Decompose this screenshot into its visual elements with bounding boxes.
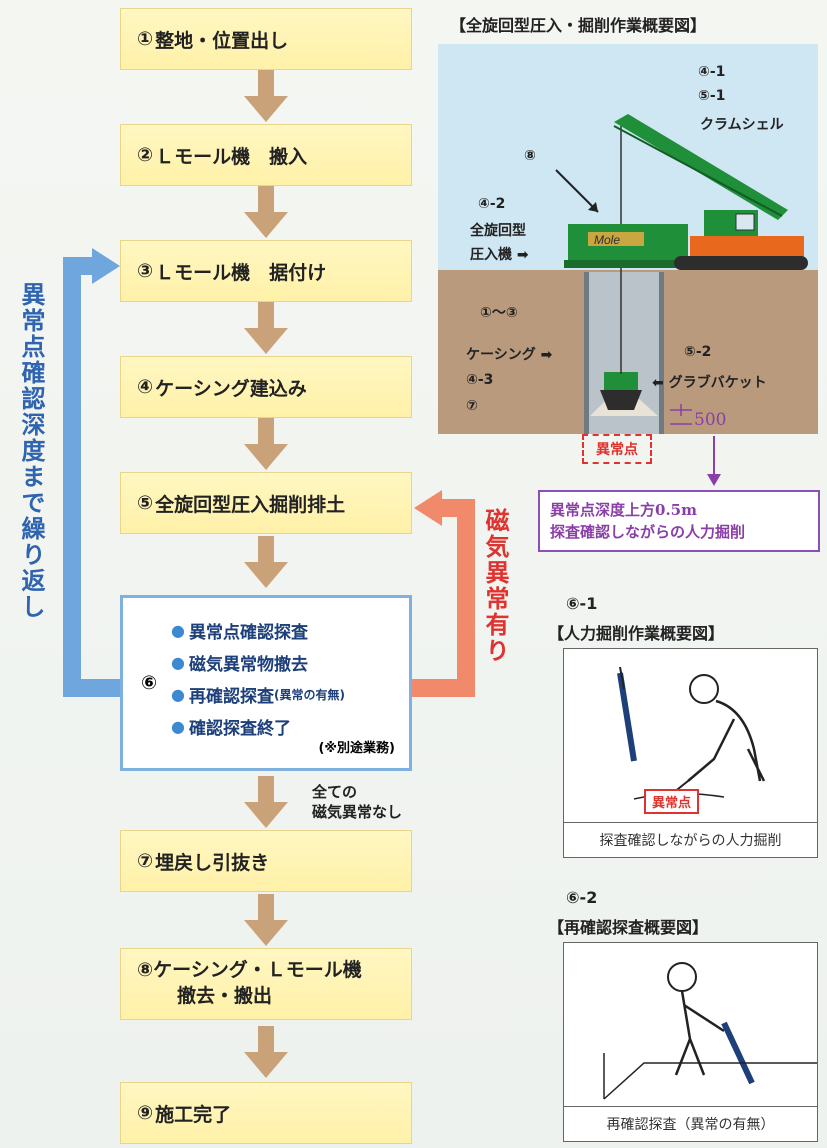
anomaly-point-tag: 異常点 <box>582 434 652 464</box>
step-4-number: ④ <box>137 376 154 398</box>
manual-excavation-note-line-1: 異常点深度上方0.5m <box>550 501 697 519</box>
panel-2-title: 【再確認探査概要図】 <box>548 918 709 937</box>
step-6-item: ●再確認探査(異常の有無) <box>171 678 345 710</box>
mole-logo-text: Mole <box>594 233 620 247</box>
step-8-line-1: ⑧ケーシング・Ｌモール機 <box>137 958 362 984</box>
step-4: ④ ケーシング建込み <box>120 356 412 418</box>
label-rotary-2: 圧入機 ➡ <box>470 247 529 263</box>
label-grab-bucket: ⬅ グラブバケット <box>652 375 767 391</box>
step-9-label: 施工完了 <box>155 1103 232 1126</box>
step-7-label: 埋戻し引抜き <box>155 851 270 874</box>
purple-down-arrow <box>707 436 721 486</box>
step-9: ⑨ 施工完了 <box>120 1082 412 1144</box>
step-9-number: ⑨ <box>137 1102 154 1124</box>
worker-digging-icon <box>617 666 766 800</box>
down-arrow-5 <box>244 536 288 588</box>
label-clamshell: クラムシェル <box>700 117 784 133</box>
down-arrow-8 <box>244 1026 288 1078</box>
label-8: ⑧ <box>524 148 536 164</box>
step-2-number: ② <box>137 144 154 166</box>
bullet-icon: ● <box>171 684 185 704</box>
label-4-3: ④-3 <box>466 372 494 388</box>
panel-2-number: ⑥-2 <box>566 888 598 907</box>
step-6-item-label: 再確認探査 <box>188 686 274 707</box>
step-8-number: ⑧ <box>137 959 154 982</box>
label-5-2: ⑤-2 <box>684 344 712 360</box>
red-loop-arrowhead <box>414 490 442 526</box>
red-loop-arrow <box>412 499 475 697</box>
step-3-number: ③ <box>137 260 154 282</box>
step-6-item-label: 異常点確認探査 <box>188 622 308 643</box>
step-6-item-sublabel: (異常の有無) <box>273 687 345 702</box>
all-clear-label: 全ての 磁気異常なし <box>312 782 402 823</box>
bullet-icon: ● <box>171 620 185 640</box>
label-casing: ケーシング ➡ <box>466 347 553 363</box>
step-6-item: ●確認探査終了 <box>171 710 345 742</box>
repeat-loop-label: 異常点確認深度まで繰り返し <box>17 282 45 620</box>
step-6-list: ●異常点確認探査 ●磁気異常物撤去 ●再確認探査(異常の有無) ●確認探査終了 <box>171 614 345 742</box>
step-6-note: (※別途業務) <box>318 741 395 756</box>
all-clear-line-1: 全ての <box>312 783 358 801</box>
down-arrow-1 <box>244 70 288 122</box>
step-5-number: ⑤ <box>137 492 154 514</box>
worker-survey-icon <box>603 962 817 1100</box>
manual-excavation-note-line-2: 探査確認しながらの人力掘削 <box>550 522 746 541</box>
blue-loop-arrowhead <box>92 248 120 284</box>
depth-500-label: 500 <box>694 410 727 430</box>
step-7-number: ⑦ <box>137 850 154 872</box>
step-5-label: 全旋回型圧入掘削排土 <box>155 493 346 516</box>
blue-loop-arrow <box>63 257 120 697</box>
down-arrow-2 <box>244 186 288 238</box>
panel-1-number: ⑥-1 <box>566 594 598 613</box>
step-1-label: 整地・位置出し <box>155 29 289 52</box>
down-arrow-3 <box>244 302 288 354</box>
label-rotary-1: 全旋回型 <box>470 223 526 239</box>
magnetic-anomaly-label: 磁気異常有り <box>481 508 509 664</box>
bullet-icon: ● <box>171 716 185 736</box>
step-1-number: ① <box>137 28 154 50</box>
panel-1-caption: 探査確認しながらの人力掘削 <box>564 822 817 857</box>
step-6-item-label: 確認探査終了 <box>188 718 291 739</box>
step-6-item: ●磁気異常物撤去 <box>171 646 345 678</box>
step-8-label: ケーシング・Ｌモール機 <box>153 959 362 982</box>
step-2: ② Ｌモール機 搬入 <box>120 124 412 186</box>
step-3: ③ Ｌモール機 据付け <box>120 240 412 302</box>
label-5-1: ⑤-1 <box>698 88 726 104</box>
panel-2-caption: 再確認探査（異常の有無） <box>564 1106 817 1141</box>
down-arrow-6 <box>244 776 288 828</box>
label-4-2: ④-2 <box>478 196 506 212</box>
step-2-label: Ｌモール機 搬入 <box>155 145 308 168</box>
label-4-1: ④-1 <box>698 64 726 80</box>
grab-bucket-icon <box>600 372 642 410</box>
step-6-item: ●異常点確認探査 <box>171 614 345 646</box>
down-arrow-7 <box>244 894 288 946</box>
step-6-number: ⑥ <box>141 672 158 694</box>
step-8: ⑧ケーシング・Ｌモール機 撤去・搬出 <box>120 948 412 1020</box>
step-6-item-label: 磁気異常物撤去 <box>188 654 308 675</box>
reconfirm-survey-panel: 再確認探査（異常の有無） <box>563 942 818 1142</box>
step-6-box: ⑥ ●異常点確認探査 ●磁気異常物撤去 ●再確認探査(異常の有無) ●確認探査終… <box>120 595 412 771</box>
all-clear-line-2: 磁気異常なし <box>312 803 403 822</box>
step-1: ① 整地・位置出し <box>120 8 412 70</box>
diagram-title: 【全旋回型圧入・掘削作業概要図】 <box>450 16 707 35</box>
step-3-label: Ｌモール機 据付け <box>155 261 327 284</box>
panel-1-anomaly-tag: 異常点 <box>644 789 700 814</box>
crane-icon <box>613 114 808 270</box>
step-8-label-2: 撤去・搬出 <box>177 985 273 1007</box>
panel-1-title: 【人力掘削作業概要図】 <box>548 624 725 643</box>
step-4-label: ケーシング建込み <box>155 377 307 400</box>
manual-excavation-panel: 異常点 探査確認しながらの人力掘削 <box>563 648 818 858</box>
label-1-3: ①〜③ <box>480 305 518 321</box>
step-5: ⑤ 全旋回型圧入掘削排土 <box>120 472 412 534</box>
down-arrow-4 <box>244 418 288 470</box>
construction-illustration: Mole <box>438 44 818 434</box>
manual-excavation-note: 異常点深度上方0.5m 探査確認しながらの人力掘削 <box>538 490 820 552</box>
rotary-press-machine-icon <box>564 224 692 268</box>
label-7: ⑦ <box>466 398 478 414</box>
bullet-icon: ● <box>171 652 185 672</box>
step-7: ⑦ 埋戻し引抜き <box>120 830 412 892</box>
